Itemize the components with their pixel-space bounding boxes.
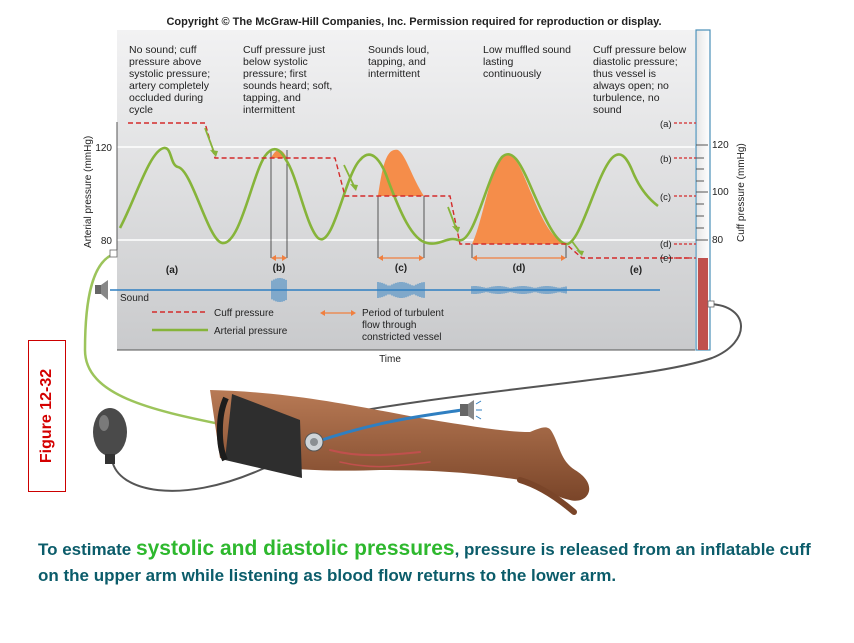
sound-label: Sound [120,293,149,304]
figure-label: Figure 12-32 [38,368,55,464]
phase-tag-d: (d) [513,263,526,274]
sound-wave [271,278,567,302]
caption-highlight: systolic and diastolic pressures [135,537,455,560]
phase-description-b: Cuff pressure just below systolic pressu… [243,44,333,116]
caption: To estimate systolic and diastolic press… [38,536,818,589]
inflation-bulb-icon [93,408,127,464]
figure-label-box: Figure 12-32 [28,340,66,492]
gauge-mercury [698,258,708,350]
phase-tag-b: (b) [273,263,286,274]
speaker-icon [95,280,108,300]
gauge-ticks [696,144,708,241]
arterial-pressure-curve [118,146,659,246]
bulb-tube-green [83,252,226,427]
phase-description-a: No sound; cuff pressure above systolic p… [129,44,211,116]
stethoscope-icon [304,400,482,452]
right-tick-80: 80 [712,235,724,246]
caption-post: , pressure is released from an inflatabl… [38,540,811,585]
phase-markers [270,150,567,258]
left-tick-120: 120 [95,143,112,154]
legend-turbulent-swatch [320,310,356,316]
legend-arterial-label: Arterial pressure [214,326,288,337]
turbulent-region-d [472,154,566,244]
cuff-drop-arrows [204,127,581,253]
legend-cuff-label: Cuff pressure [214,308,274,319]
arm-illustration [210,390,590,515]
left-axis-label: Arterial pressure (mmHg) [83,136,94,248]
gauge-tube-gray [309,303,742,421]
cuff-pressure-line [128,122,690,259]
right-tick-100: 100 [712,187,729,198]
gauge-tag-e: (e) [660,253,672,264]
phase-tag-a: (a) [166,265,178,276]
phase-tag-e: (e) [630,265,642,276]
phase-description-d: Low muffled sound lasting continuously [483,44,571,80]
tube-connector [109,249,118,258]
right-tick-120: 120 [712,140,729,151]
left-tick-80: 80 [101,236,113,247]
cuff-drop-arrowheads [210,150,584,256]
copyright-notice: Copyright © The McGraw-Hill Companies, I… [166,16,662,28]
gauge-tag-d: (d) [660,239,672,250]
legend-turbulent-label: Period of turbulent flow through constri… [362,308,447,343]
period-arrowheads [271,255,566,261]
cuff-illustration [216,394,302,478]
phase-tag-c: (c) [395,263,407,274]
right-axis-label: Cuff pressure (mmHg) [736,143,747,242]
phase-description-c: Sounds loud, tapping, and intermittent [368,44,430,80]
gauge-tag-c: (c) [660,192,671,203]
caption-pre: To estimate [38,540,136,559]
gauge-tag-lines [674,122,696,259]
gauge-tag-b: (b) [660,154,672,165]
gauge-connector [707,300,715,308]
phase-description-e: Cuff pressure below diastolic pressure; … [593,44,687,116]
time-axis-label: Time [379,354,401,365]
gauge-tag-a: (a) [660,119,672,130]
